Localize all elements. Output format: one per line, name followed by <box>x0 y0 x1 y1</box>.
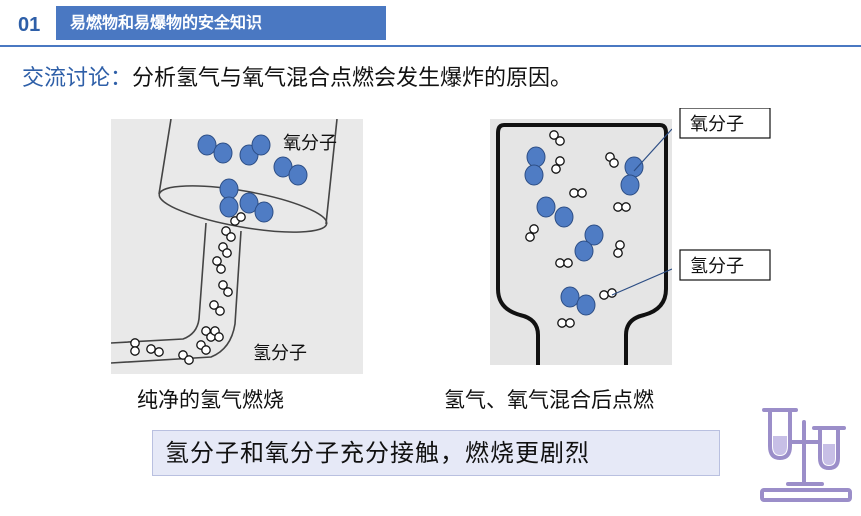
mixed-gas-figure <box>490 119 673 365</box>
caption-mixed-gas: 氢气、氧气混合后点燃 <box>444 388 654 412</box>
hydrogen-callout-box <box>679 249 771 281</box>
discussion-label: 交流讨论： <box>22 66 133 91</box>
header-divider <box>0 45 861 47</box>
pure-hydrogen-figure: 氧分子 氢分子 <box>110 118 363 374</box>
hydrogen-pointer <box>611 268 673 296</box>
oxygen-label-left: 氧分子 <box>283 133 337 154</box>
callouts: 氧分子 氢分子 <box>679 108 771 281</box>
test-tube-rack-icon <box>760 408 852 502</box>
pure-hydrogen-diagram: 氧分子 氢分子 <box>110 118 338 365</box>
discussion-question: 分析氢气与氧气混合点燃会发生爆炸的原因。 <box>132 66 573 91</box>
section-number: 01 <box>18 14 41 36</box>
section-title: 易燃物和易爆物的安全知识 <box>56 6 386 40</box>
conclusion-banner: 氢分子和氧分子充分接触，燃烧更剧烈 <box>152 430 720 476</box>
oxygen-molecules <box>197 134 308 223</box>
oxygen-pointer <box>633 128 673 172</box>
hydrogen-label-right: 氢分子 <box>690 256 744 277</box>
oxygen-callout-box <box>679 108 771 139</box>
hydrogen-molecules <box>525 130 631 328</box>
oxygen-molecules <box>524 146 644 316</box>
hydrogen-molecules <box>130 212 246 365</box>
hydrogen-label-left: 氢分子 <box>253 343 307 364</box>
discussion-prompt: 交流讨论：分析氢气与氧气混合点燃会发生爆炸的原因。 <box>22 60 572 92</box>
oxygen-label-right: 氧分子 <box>690 114 744 135</box>
caption-pure-hydrogen: 纯净的氢气燃烧 <box>137 388 284 412</box>
mixed-gas-diagram <box>496 123 673 365</box>
